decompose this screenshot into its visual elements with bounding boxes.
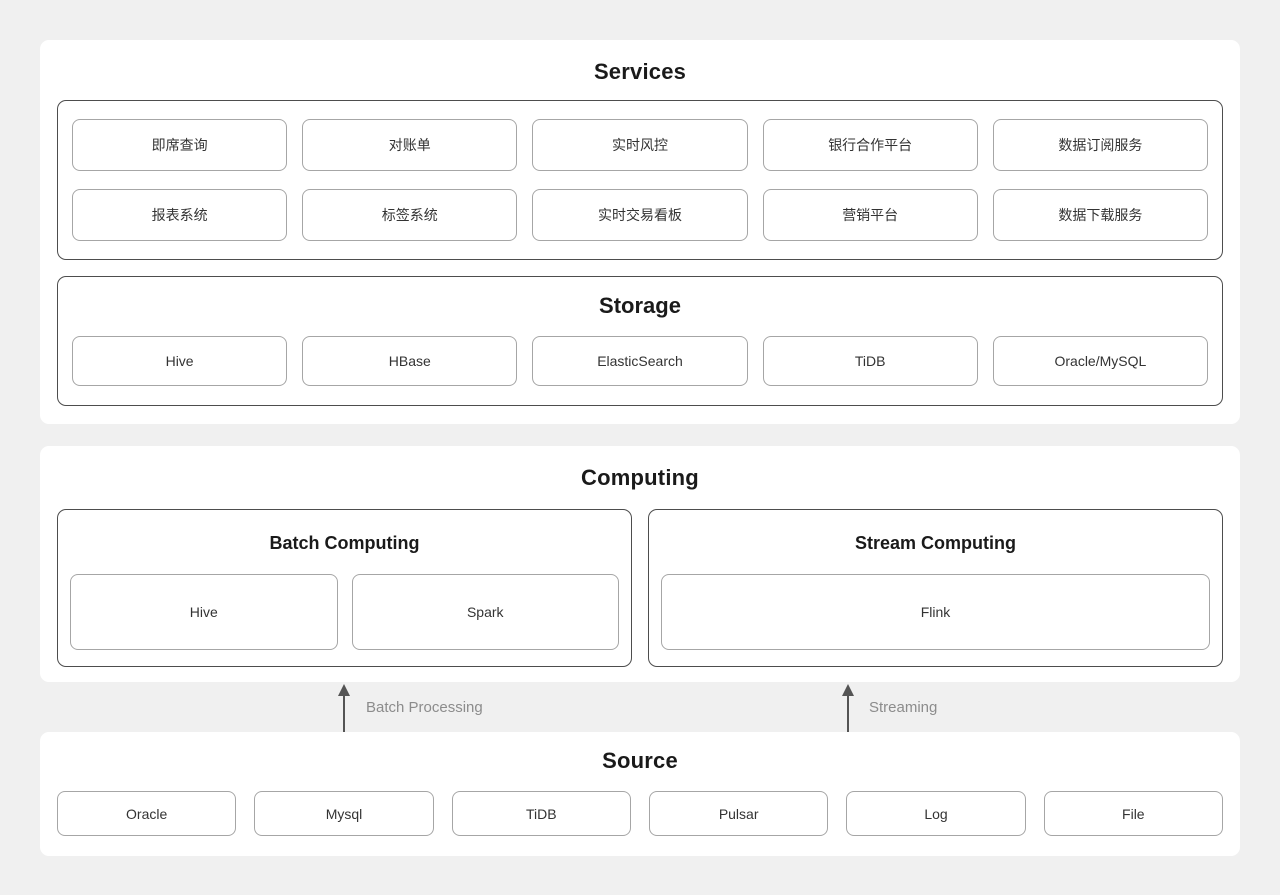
service-node-statement: 对账单 [302,119,518,171]
service-node-marketing: 营销平台 [762,189,978,241]
batch-computing-title: Batch Computing [269,533,420,553]
storage-node-hbase: HBase [302,336,518,386]
source-row: Oracle Mysql TiDB Pulsar Log File [40,774,1240,836]
service-node-report-system: 报表系统 [72,189,288,241]
arrow-up-icon [338,684,350,732]
batch-processing-label: Batch Processing [366,699,483,716]
services-grid: 即席查询 对账单 实时风控 银行合作平台 数据订阅服务 报表系统 标签系统 实时… [58,101,1222,259]
source-node-oracle: Oracle [57,791,237,836]
batch-computing-panel: Batch Computing Hive Spark [57,509,632,667]
arrow-shaft [343,696,345,732]
storage-panel: Storage Hive HBase ElasticSearch TiDB Or… [57,276,1223,406]
arrow-up-icon [842,684,854,732]
service-node-data-subscribe: 数据订阅服务 [992,119,1208,171]
source-node-file: File [1043,791,1223,836]
service-node-bank-platform: 银行合作平台 [762,119,978,171]
source-title: Source [602,748,678,773]
computing-card: Computing Batch Computing Hive Spark Str… [40,446,1240,682]
source-card: Source Oracle Mysql TiDB Pulsar Log File [40,732,1240,856]
arrow-head-icon [842,684,854,696]
stream-computing-panel: Stream Computing Flink [648,509,1223,667]
services-title: Services [593,59,687,84]
services-storage-card: Services 即席查询 对账单 实时风控 银行合作平台 数据订阅服务 报表系… [40,40,1240,424]
stream-computing-title: Stream Computing [854,533,1016,553]
service-node-adhoc-query: 即席查询 [72,119,288,171]
storage-title: Storage [599,293,681,318]
streaming-label: Streaming [869,699,938,716]
source-node-tidb: TiDB [451,791,631,836]
computing-title: Computing [581,465,699,490]
batch-node-spark: Spark [351,574,619,650]
storage-node-oracle-mysql: Oracle/MySQL [992,336,1208,386]
service-node-data-download: 数据下载服务 [992,189,1208,241]
storage-row: Hive HBase ElasticSearch TiDB Oracle/MyS… [58,319,1222,386]
storage-node-hive: Hive [72,336,288,386]
arrow-head-icon [338,684,350,696]
storage-node-elasticsearch: ElasticSearch [532,336,748,386]
storage-node-tidb: TiDB [762,336,978,386]
source-node-pulsar: Pulsar [648,791,829,836]
service-node-tag-system: 标签系统 [302,189,518,241]
stream-computing-row: Flink [649,554,1222,650]
services-panel: 即席查询 对账单 实时风控 银行合作平台 数据订阅服务 报表系统 标签系统 实时… [57,100,1223,260]
service-node-trade-dashboard: 实时交易看板 [532,189,748,241]
source-node-mysql: Mysql [254,791,434,836]
service-node-realtime-risk: 实时风控 [532,119,748,171]
batch-computing-row: Hive Spark [58,554,631,650]
stream-node-flink: Flink [661,574,1210,650]
source-node-log: Log [846,791,1026,836]
arrow-shaft [847,696,849,732]
batch-node-hive: Hive [70,574,338,650]
